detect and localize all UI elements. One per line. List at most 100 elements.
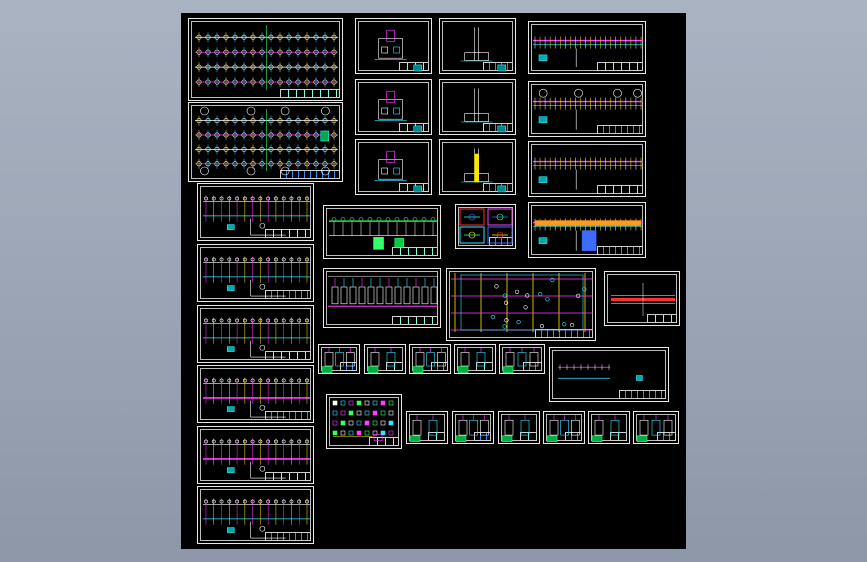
title-block (427, 432, 445, 441)
sheet-border (329, 397, 399, 446)
drawing-sheet-small-detail-row-2-1[interactable] (406, 411, 448, 444)
sheet-linework (412, 348, 446, 373)
drawing-sheet-small-detail-row-2-2[interactable] (452, 411, 494, 444)
title-block (619, 390, 666, 399)
drawing-sheet-grid-plan[interactable] (446, 268, 596, 341)
sheet-border (531, 205, 643, 255)
drawing-sheet-section-d[interactable] (197, 365, 314, 423)
drawing-sheet-longitudinal-3[interactable] (528, 141, 646, 197)
sheet-linework (332, 400, 394, 441)
title-block (391, 316, 438, 325)
sheet-border (531, 24, 643, 71)
drawing-sheet-plan-layout-holes[interactable] (188, 102, 343, 182)
drawing-sheet-longitudinal-2[interactable] (528, 81, 646, 137)
sheet-linework (203, 377, 310, 418)
sheet-border (591, 414, 627, 441)
sheet-linework (455, 415, 489, 443)
drawing-sheet-detail-3[interactable] (355, 79, 432, 135)
sheet-linework (329, 217, 437, 250)
sheet-border (409, 414, 445, 441)
drawing-sheet-plan-layout[interactable] (188, 18, 343, 101)
sheet-linework (409, 415, 438, 443)
drawing-sheet-longitudinal-4[interactable] (528, 202, 646, 258)
title-block (385, 362, 403, 371)
sheet-linework (460, 27, 507, 72)
title-block (475, 362, 493, 371)
drawing-sheet-small-detail-row-1-1[interactable] (318, 344, 360, 374)
sheet-border (412, 347, 448, 371)
drawing-sheet-detail-6[interactable] (439, 139, 516, 195)
sheet-border (200, 368, 311, 420)
drawing-sheet-detail-5[interactable] (355, 139, 432, 195)
sheet-linework (501, 415, 530, 443)
drawing-sheet-small-detail-row-1-4[interactable] (454, 344, 496, 374)
drawing-sheet-section-b[interactable] (197, 244, 314, 302)
sheet-border (358, 82, 429, 132)
title-block (519, 432, 537, 441)
sheet-border (200, 489, 311, 541)
drawing-sheet-section-e[interactable] (197, 426, 314, 484)
drawing-sheet-small-detail-row-2-6[interactable] (633, 411, 679, 444)
title-block (368, 437, 399, 446)
drawing-sheet-small-detail-row-2-4[interactable] (543, 411, 585, 444)
sheet-border (358, 142, 429, 192)
sheet-border (191, 21, 340, 98)
sheet-border (191, 105, 340, 179)
sheet-linework (321, 348, 355, 373)
drawing-sheet-detail-2[interactable] (439, 18, 516, 74)
sheet-border (442, 142, 513, 192)
sheet-border (367, 347, 403, 371)
sheet-linework (195, 106, 338, 176)
drawing-sheet-detail-1[interactable] (355, 18, 432, 74)
drawing-sheet-small-detail-row-2-3[interactable] (498, 411, 540, 444)
drawing-sheet-elevation-green[interactable] (323, 205, 441, 259)
title-block (646, 314, 677, 323)
sheet-border (552, 350, 666, 399)
title-block (265, 229, 311, 238)
drawing-sheet-small-detail-row-2-5[interactable] (588, 411, 630, 444)
drawing-sheet-wiring-panels[interactable] (323, 268, 441, 328)
sheet-border (358, 21, 429, 71)
sheet-border (326, 208, 438, 256)
sheet-linework (558, 364, 643, 381)
sheet-linework (533, 88, 643, 130)
sheet-border (449, 271, 593, 338)
drawing-sheet-detail-4[interactable] (439, 79, 516, 135)
sheet-linework (533, 157, 643, 190)
sheet-border (200, 247, 311, 299)
title-block (430, 362, 448, 371)
sheet-linework (374, 29, 423, 72)
sheet-linework (457, 348, 486, 373)
title-block (596, 246, 643, 255)
title-block (265, 532, 311, 541)
sheet-linework (367, 348, 396, 373)
cad-drawing-viewport[interactable] (181, 13, 686, 549)
drawing-sheet-small-detail-row-1-3[interactable] (409, 344, 451, 374)
title-block (339, 362, 357, 371)
sheet-linework (195, 25, 338, 90)
sheet-border (501, 414, 537, 441)
drawing-sheet-small-detail-row-1-5[interactable] (499, 344, 545, 374)
drawing-sheet-section-a[interactable] (197, 183, 314, 241)
drawing-sheet-longitudinal-1[interactable] (528, 21, 646, 74)
sheet-border (502, 347, 542, 371)
title-block (596, 125, 643, 134)
title-block (609, 432, 627, 441)
sheet-border (531, 84, 643, 134)
drawing-sheet-color-details[interactable] (455, 204, 516, 249)
sheet-border (607, 274, 677, 323)
drawing-sheet-red-bar-plan[interactable] (604, 271, 680, 326)
title-block (265, 351, 311, 360)
drawing-sheet-section-c[interactable] (197, 305, 314, 363)
drawing-sheet-dimension-sheet[interactable] (549, 347, 669, 402)
title-block (564, 432, 582, 441)
sheet-border (200, 429, 311, 481)
sheet-linework (451, 273, 593, 332)
sheet-linework (460, 148, 507, 193)
drawing-sheet-small-detail-row-1-2[interactable] (364, 344, 406, 374)
title-block (265, 472, 311, 481)
title-block (657, 432, 676, 441)
title-block (391, 247, 438, 256)
drawing-sheet-legend-sheet[interactable] (326, 394, 402, 449)
drawing-sheet-section-f[interactable] (197, 486, 314, 544)
